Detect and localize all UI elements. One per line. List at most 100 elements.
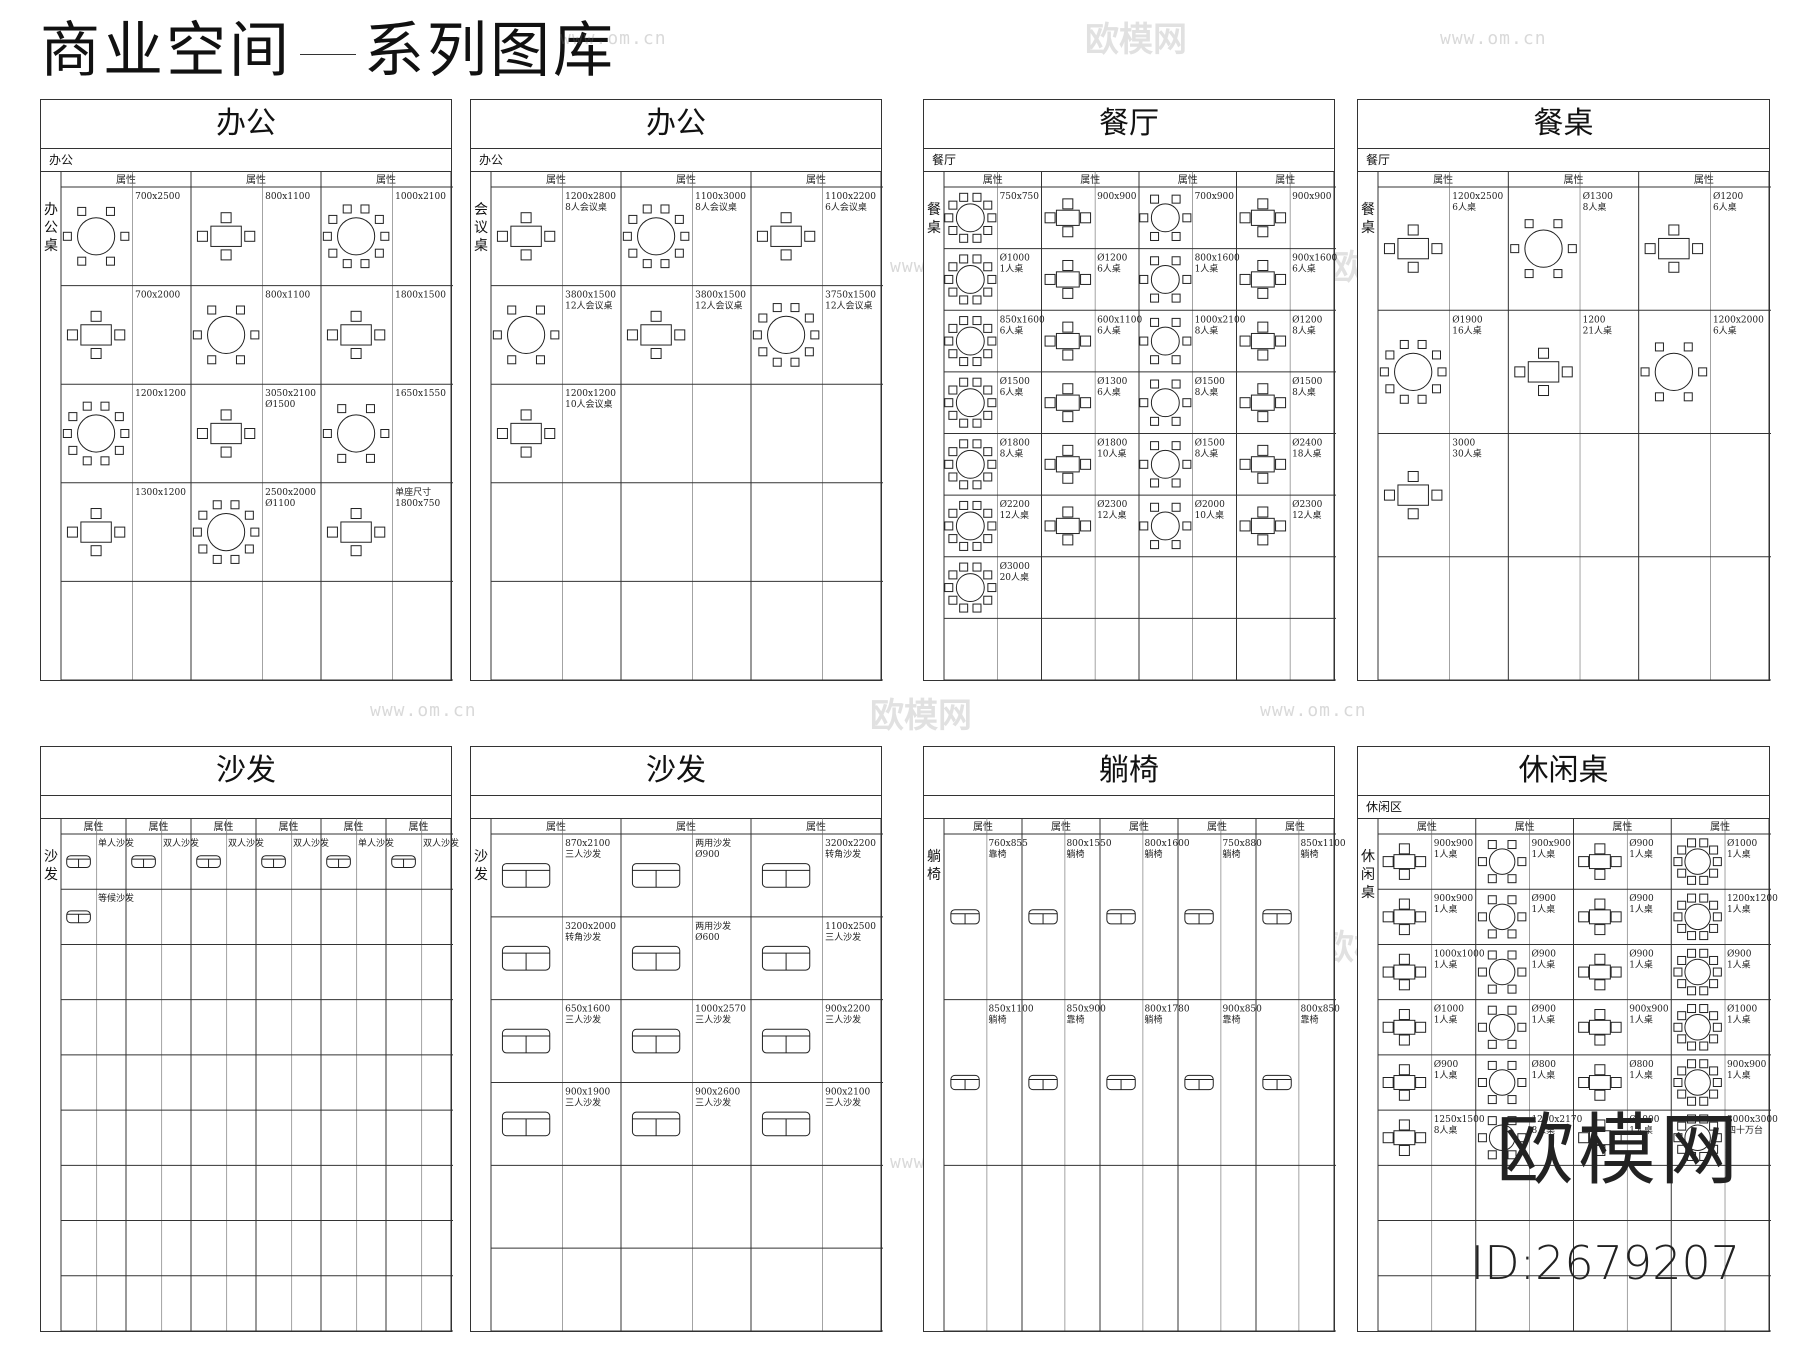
furniture-symbol bbox=[1139, 441, 1192, 488]
chair bbox=[520, 446, 532, 458]
table-rect bbox=[340, 324, 372, 346]
furniture-symbol bbox=[1239, 321, 1287, 361]
chair bbox=[1062, 321, 1074, 333]
cell-spec: 650x1600 bbox=[565, 1005, 610, 1015]
chair bbox=[1171, 355, 1181, 365]
cell-spec: Ø2400 bbox=[1292, 438, 1323, 449]
chair bbox=[983, 508, 993, 518]
panel-grid: 属性属性属性1200x28008人会议桌1100x30008人会议桌1100x2… bbox=[490, 171, 883, 681]
cell-spec: 躺椅 bbox=[988, 1014, 1006, 1026]
chair bbox=[1062, 349, 1074, 361]
panel-subtitle: 餐厅 bbox=[924, 149, 1334, 172]
furniture-symbol bbox=[944, 316, 997, 367]
chair bbox=[972, 254, 982, 264]
chair bbox=[326, 526, 338, 538]
chair bbox=[1417, 339, 1427, 349]
chair bbox=[1385, 384, 1395, 394]
furniture-symbol bbox=[1578, 898, 1622, 936]
column-header: 属性 bbox=[344, 820, 364, 833]
chair bbox=[674, 214, 684, 224]
chair bbox=[114, 412, 124, 422]
cell-spec: 双人沙发 bbox=[163, 837, 199, 849]
chair bbox=[1382, 1132, 1394, 1144]
column-header: 属性 bbox=[279, 820, 299, 833]
chair bbox=[1275, 212, 1287, 224]
table-round bbox=[77, 414, 116, 453]
table-rect bbox=[1250, 517, 1275, 535]
chair bbox=[100, 456, 110, 466]
cell-spec: 6人桌 bbox=[1000, 386, 1024, 398]
cell-spec: Ø1500 bbox=[1195, 376, 1226, 387]
chair bbox=[496, 428, 508, 439]
furniture-symbol bbox=[1477, 1005, 1527, 1049]
chair bbox=[944, 274, 954, 284]
chair bbox=[1398, 953, 1410, 965]
furniture-symbol bbox=[1477, 895, 1527, 939]
cell-spec: 3800x1500 bbox=[695, 291, 746, 301]
column-header: 属性 bbox=[1178, 173, 1198, 186]
chair bbox=[1407, 508, 1419, 520]
chair bbox=[959, 357, 969, 367]
cell-spec: 2500x2000 bbox=[265, 488, 316, 498]
chair bbox=[1673, 1133, 1683, 1143]
chair bbox=[328, 248, 338, 258]
table-round bbox=[1488, 1124, 1516, 1151]
chair bbox=[350, 508, 362, 520]
cell-spec: 靠椅 bbox=[988, 848, 1006, 860]
table-round bbox=[955, 573, 985, 603]
cell-spec: 三人沙发 bbox=[825, 931, 861, 943]
cell-spec: 800x1100 bbox=[265, 291, 310, 301]
chair bbox=[1150, 355, 1160, 365]
chair bbox=[1415, 1077, 1427, 1088]
chair bbox=[1699, 1041, 1709, 1051]
chair bbox=[983, 595, 993, 605]
chair bbox=[959, 254, 969, 264]
cell-spec: 1人桌 bbox=[1531, 1069, 1555, 1081]
chair bbox=[983, 410, 993, 420]
chair bbox=[198, 544, 208, 554]
chair bbox=[1150, 502, 1160, 512]
table-round bbox=[1488, 848, 1516, 875]
chair bbox=[1507, 929, 1517, 939]
panel-grid: 属性属性属性属性属性760x855靠椅800x1550躺椅800x1600躺椅7… bbox=[943, 818, 1346, 1332]
cell-spec: 1人桌 bbox=[1629, 1124, 1653, 1136]
cell-spec: 1250x1500 bbox=[1434, 1115, 1485, 1125]
furniture-symbol bbox=[1262, 909, 1292, 925]
cell-spec: Ø1900 bbox=[1452, 314, 1483, 325]
table-round bbox=[1394, 352, 1433, 392]
cell-spec: 1人桌 bbox=[1531, 903, 1555, 915]
chair bbox=[944, 336, 954, 346]
chair bbox=[235, 305, 245, 315]
chair bbox=[1139, 336, 1149, 346]
chair bbox=[1062, 198, 1074, 210]
chair bbox=[1709, 955, 1719, 965]
furniture-symbol bbox=[1239, 198, 1287, 238]
chair bbox=[959, 316, 969, 326]
cell-spec: Ø900 bbox=[1629, 948, 1654, 959]
table-rect bbox=[210, 422, 242, 445]
chair bbox=[1712, 857, 1722, 867]
chair bbox=[987, 274, 997, 284]
chair bbox=[1257, 321, 1269, 333]
chair bbox=[987, 521, 997, 531]
panel-subtitle bbox=[471, 796, 881, 819]
cell-spec: 1人桌 bbox=[1727, 1014, 1751, 1026]
table-round bbox=[1684, 903, 1711, 931]
cell-spec: Ø2000 bbox=[1195, 499, 1226, 510]
cell-spec: 6人桌 bbox=[1452, 201, 1476, 213]
furniture-symbol bbox=[752, 303, 820, 367]
chair bbox=[1687, 1151, 1697, 1161]
cell-spec: 750x750 bbox=[1000, 192, 1040, 202]
cell-spec: Ø1000 bbox=[1434, 1004, 1465, 1015]
chair bbox=[207, 355, 217, 365]
chair bbox=[1699, 1004, 1709, 1014]
chair bbox=[987, 459, 997, 469]
column-header: 属性 bbox=[1285, 820, 1305, 833]
chair bbox=[1677, 868, 1687, 878]
chair bbox=[1257, 411, 1269, 423]
chair bbox=[972, 480, 982, 490]
brand-logo-text: 欧模网 bbox=[1495, 1106, 1742, 1196]
cell-spec: 躺椅 bbox=[1144, 1014, 1162, 1026]
cell-spec: 1200x1200 bbox=[565, 389, 616, 399]
panel-grid: 属性属性属性属性900x9001人桌900x9001人桌Ø9001人桌Ø1000… bbox=[1377, 818, 1778, 1332]
